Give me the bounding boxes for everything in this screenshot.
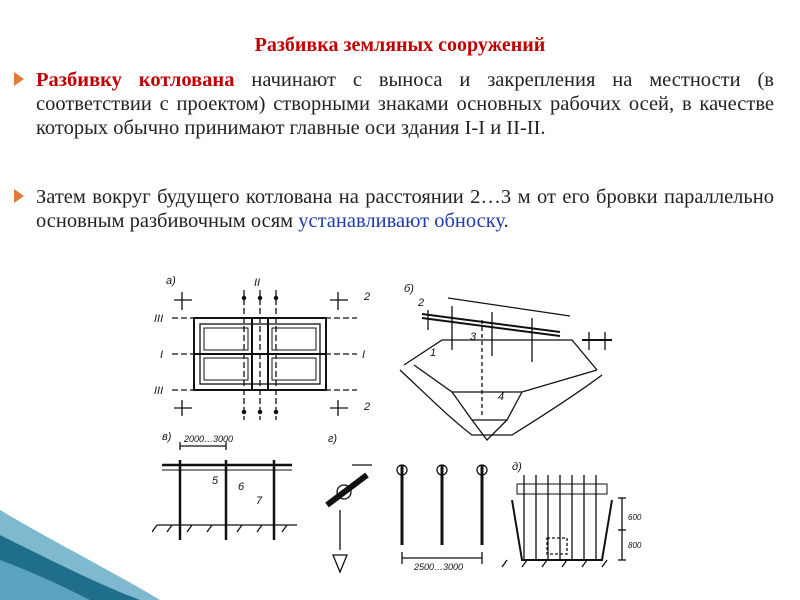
label-4: 4 (498, 391, 504, 403)
label-v: в) (162, 431, 172, 443)
label-g: г) (328, 433, 337, 445)
paragraph-2-body: Затем вокруг будущего котлована на расст… (36, 186, 774, 232)
stakeout-drawing: а) б) в) г) д) I I II III III 2 2 2 1 3 … (152, 275, 642, 574)
paragraph-1-lead: Разбивку котлована (36, 69, 235, 91)
label-2-bottom: 2 (363, 401, 370, 413)
label-3: 3 (470, 331, 477, 343)
label-d: д) (512, 461, 522, 473)
panel-a-plan (172, 290, 357, 420)
paragraph-1: Разбивку котлована начинают с выноса и з… (14, 68, 774, 140)
paragraph-1-rest: начинают с выноса и закрепления на местн… (36, 69, 774, 139)
label-b: б) (404, 283, 414, 295)
paragraph-2: Затем вокруг будущего котлована на расст… (14, 185, 774, 233)
panel-posts (396, 464, 488, 564)
bullet-arrow-icon (14, 72, 24, 86)
panel-v-stakes (152, 442, 297, 540)
paragraph-2-end: . (503, 210, 509, 232)
label-6: 6 (238, 481, 245, 493)
label-1: 1 (430, 347, 436, 359)
bullet-arrow-icon (14, 189, 24, 203)
label-2-b: 2 (417, 297, 424, 309)
decorative-wave (0, 510, 160, 600)
slide-title: Разбивка земляных сооружений (254, 34, 546, 56)
panel-g-instrument (325, 464, 372, 574)
panel-d-section (501, 475, 626, 568)
paragraph-1-text: Разбивку котлована начинают с выноса и з… (36, 68, 774, 140)
label-dim-2: 2500…3000 (413, 562, 463, 572)
label-axis-I: I (160, 349, 163, 361)
panel-b-pit (399, 297, 612, 441)
label-dim-1: 2000…3000 (183, 434, 233, 444)
label-a: а) (166, 275, 176, 287)
label-dim-3: 600 (628, 513, 642, 522)
label-7: 7 (256, 495, 263, 507)
label-axis-III-bottom: III (154, 385, 163, 397)
label-axis-I-right: I (362, 349, 365, 361)
obnoska-link[interactable]: устанавливают обноску (298, 210, 504, 232)
label-dim-4: 800 (628, 541, 642, 550)
label-axis-III: III (154, 313, 163, 325)
label-2: 2 (363, 291, 370, 303)
label-axis-II: II (254, 277, 260, 289)
paragraph-2-text: Затем вокруг будущего котлована на расст… (36, 185, 774, 233)
label-5: 5 (212, 475, 219, 487)
